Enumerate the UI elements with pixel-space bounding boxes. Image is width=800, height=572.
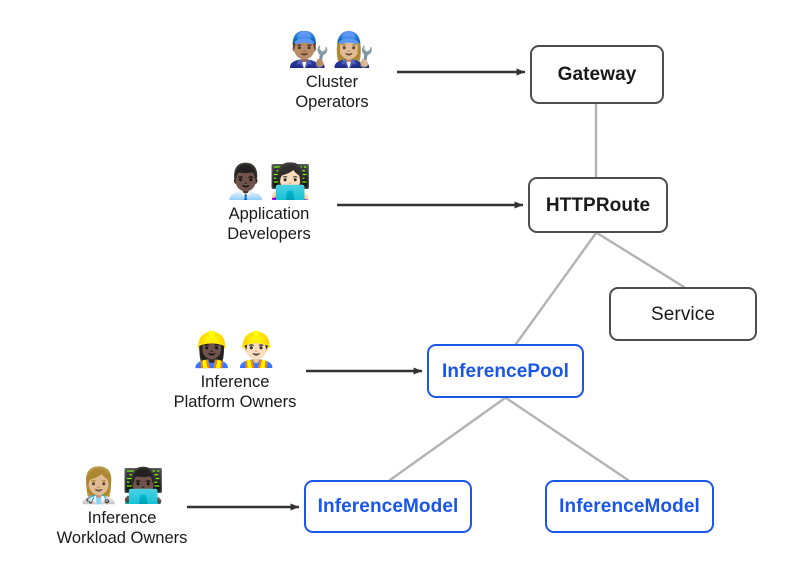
node-label-inferencemodel1: InferenceModel xyxy=(317,496,459,517)
node-inferencemodel1[interactable]: InferenceModel xyxy=(304,480,472,533)
edge-httproute-inferencepool xyxy=(514,231,598,346)
edge-inferencepool-model2 xyxy=(504,396,630,482)
man-office-worker-icon--woman-technologist-icon: 👨🏿‍💼👩🏻‍💻 xyxy=(224,162,314,202)
persona-label-line: Cluster xyxy=(305,73,359,91)
node-gateway[interactable]: Gateway xyxy=(530,45,664,104)
persona-label-line: Platform Owners xyxy=(173,393,297,411)
persona-arrows xyxy=(187,68,526,511)
node-service[interactable]: Service xyxy=(609,287,757,341)
node-label-gateway: Gateway xyxy=(557,64,637,85)
persona-label-line: Inference xyxy=(200,373,270,391)
node-httproute[interactable]: HTTPRoute xyxy=(528,177,668,233)
woman-construction-worker-icon--man-construction-worker-icon: 👷🏿‍♀️👷🏻‍♂️ xyxy=(190,330,280,370)
node-label-inferencemodel2: InferenceModel xyxy=(559,496,700,517)
node-label-service: Service xyxy=(650,303,716,325)
woman-health-worker-icon--man-technologist-icon: 👩🏼‍⚕️👨🏿‍💻 xyxy=(77,466,167,506)
man-mechanic-icon--woman-mechanic-icon: 👨🏽‍🔧👩🏼‍🔧 xyxy=(287,30,377,70)
persona-label-line: Developers xyxy=(227,225,311,243)
persona-label-line: Workload Owners xyxy=(56,529,188,547)
node-label-inferencepool: InferencePool xyxy=(442,360,569,382)
persona-label-line: Operators xyxy=(295,93,369,111)
relationship-edges xyxy=(388,102,686,482)
node-label-httproute: HTTPRoute xyxy=(545,194,651,216)
edge-inferencepool-model1 xyxy=(388,396,507,482)
persona-label-line: Inference xyxy=(87,509,157,527)
node-inferencepool[interactable]: InferencePool xyxy=(427,344,584,398)
node-inferencemodel2[interactable]: InferenceModel xyxy=(545,480,714,533)
edge-httproute-service xyxy=(595,231,686,289)
persona-label-line: Application xyxy=(228,205,310,223)
